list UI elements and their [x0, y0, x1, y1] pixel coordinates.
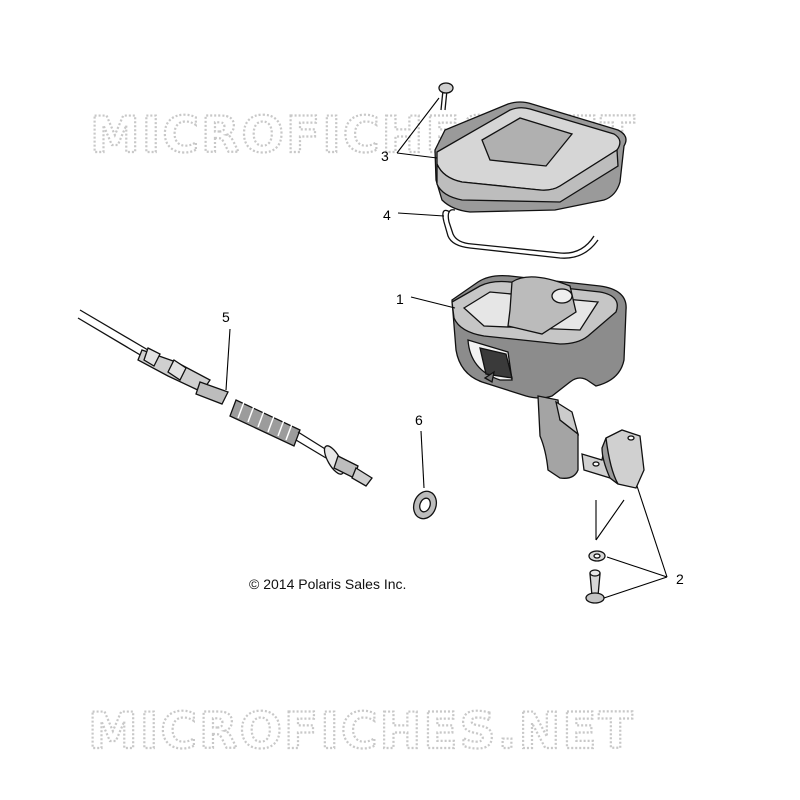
part-lever: [537, 395, 580, 479]
callout-4: 4: [383, 207, 391, 223]
part-clamp: [581, 429, 645, 489]
callout-6: 6: [415, 412, 423, 428]
part-gasket: [442, 209, 599, 259]
part-cover: [434, 101, 627, 213]
part-oring: [412, 490, 438, 520]
part-pin: [585, 569, 605, 604]
callout-5: 5: [222, 309, 230, 325]
callout-1: 1: [396, 291, 404, 307]
copyright-text: © 2014 Polaris Sales Inc.: [249, 576, 406, 592]
part-screw-top: [438, 82, 454, 111]
part-washer-small-hole: [593, 553, 601, 559]
watermark-bottom: MICROFICHES.NET: [88, 702, 635, 760]
leader-lines: [225, 97, 668, 599]
callout-2: 2: [676, 571, 684, 587]
part-cable: [77, 309, 373, 487]
callout-3: 3: [381, 148, 389, 164]
part-housing: [451, 274, 627, 399]
